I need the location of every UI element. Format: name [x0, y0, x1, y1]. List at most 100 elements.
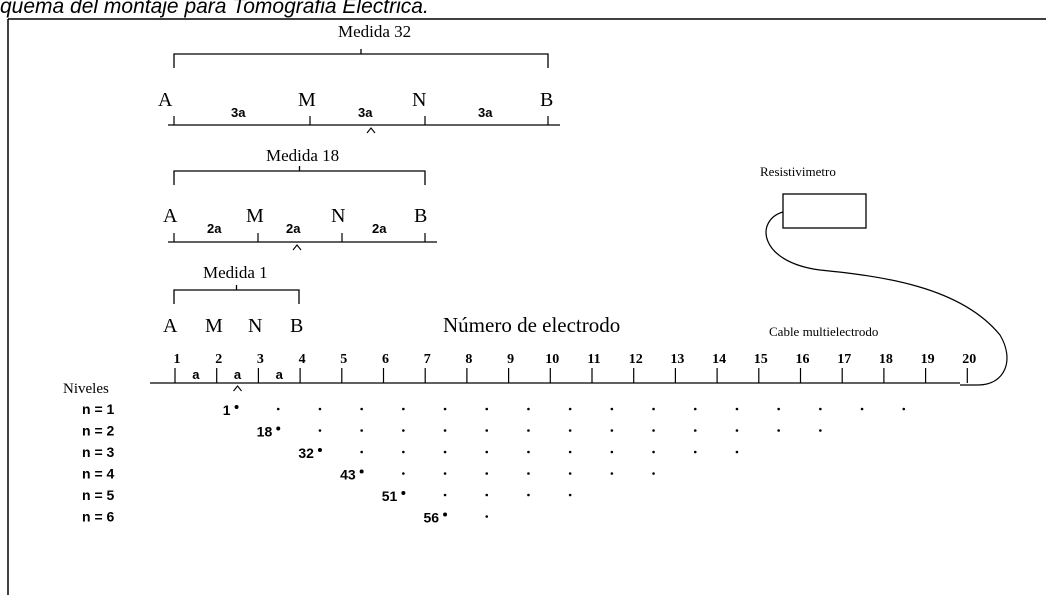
measure-number-label: 18 — [257, 424, 273, 440]
electrode-letter: N — [248, 315, 262, 337]
electrode-letter: N — [412, 89, 426, 111]
datum-point — [527, 493, 530, 497]
spacing-label: 3a — [358, 105, 373, 120]
datum-point — [527, 450, 530, 454]
electrode-letter: N — [331, 205, 345, 227]
electrode-letter: B — [540, 89, 553, 111]
datum-point — [317, 448, 322, 452]
datum-point — [735, 429, 739, 432]
datum-point — [902, 407, 906, 411]
electrode-letter: A — [163, 315, 178, 337]
midpoint-caret — [366, 127, 376, 134]
electrode-letter: B — [290, 315, 303, 337]
datum-point — [777, 429, 780, 432]
datum-point — [527, 429, 530, 432]
datum-point — [276, 426, 281, 431]
datum-point — [360, 407, 363, 411]
level-row: n = 5 51 — [82, 487, 572, 504]
datum-point — [360, 429, 363, 432]
datum-point — [360, 450, 363, 454]
electrode-number-label: 14 — [712, 352, 726, 367]
spacing-label: 3a — [478, 105, 493, 120]
spacing-label: 3a — [231, 105, 246, 120]
unit-spacing-label: a — [192, 367, 200, 382]
midpoint-caret — [292, 244, 302, 251]
electrode-number-label: 3 — [257, 352, 264, 367]
datum-point — [443, 407, 447, 411]
electrode-number-label: 1 — [174, 352, 181, 367]
datum-point — [485, 407, 489, 411]
levels-title: Niveles — [63, 381, 109, 397]
electrode-number-label: 10 — [545, 352, 559, 367]
datum-point — [652, 429, 655, 432]
electrode-letter: M — [298, 89, 316, 111]
datum-point — [276, 407, 280, 411]
measure-title: Medida 18 — [266, 146, 339, 165]
level-label: n = 6 — [82, 509, 115, 525]
level-label: n = 2 — [82, 423, 115, 439]
datum-point — [443, 450, 447, 454]
datum-point — [359, 469, 364, 474]
datum-point — [443, 493, 447, 497]
datum-point — [402, 407, 405, 411]
datum-point — [485, 472, 489, 475]
electrode-number-label: 4 — [299, 352, 306, 367]
electrode-number-label: 12 — [629, 352, 643, 367]
level-row: n = 2 18 — [82, 423, 822, 440]
measure-title: Medida 1 — [203, 263, 268, 282]
electrode-number-label: 2 — [215, 352, 222, 367]
measure-number-label: 32 — [298, 445, 314, 461]
level-label: n = 1 — [82, 401, 115, 417]
datum-point — [527, 407, 530, 411]
datum-point — [318, 429, 322, 432]
datum-point — [610, 472, 614, 475]
datum-point — [402, 472, 405, 475]
datum-point — [401, 491, 406, 495]
figure-caption: quema del montaje para Tomografia Electr… — [0, 0, 429, 18]
datum-point — [234, 405, 239, 409]
datum-point — [485, 515, 489, 518]
datum-point — [610, 429, 614, 432]
unit-spacing-label: a — [234, 367, 242, 382]
datum-point — [443, 512, 448, 517]
datum-point — [318, 407, 322, 411]
datum-point — [527, 472, 530, 475]
spacing-label: 2a — [372, 221, 387, 236]
datum-point — [693, 450, 697, 454]
datum-point — [652, 407, 655, 411]
datum-point — [860, 407, 864, 411]
datum-point — [402, 450, 405, 454]
electrode-number-label: 17 — [837, 352, 851, 367]
electrode-number-title: Número de electrodo — [443, 313, 620, 337]
datum-point — [819, 407, 822, 411]
datum-point — [693, 429, 697, 432]
electrode-letter: M — [205, 315, 223, 337]
datum-point — [402, 429, 405, 432]
datum-point — [652, 450, 655, 454]
datum-point — [568, 450, 572, 454]
datum-point — [485, 429, 489, 432]
datum-point — [735, 450, 739, 454]
electrode-number-label: 18 — [879, 352, 893, 367]
measure-bracket — [173, 166, 426, 185]
datum-point — [568, 472, 572, 475]
electrode-number-label: 7 — [424, 352, 431, 367]
electrode-letter: B — [414, 205, 427, 227]
datum-point — [485, 450, 489, 454]
cable-label: Cable multielectrodo — [769, 324, 878, 339]
electrode-number-label: 6 — [382, 352, 389, 367]
datum-point — [652, 472, 655, 475]
unit-spacing-label: a — [276, 367, 284, 382]
datum-point — [735, 407, 739, 411]
electrode-number-label: 16 — [796, 352, 810, 367]
measure-number-label: 51 — [382, 488, 398, 504]
level-label: n = 5 — [82, 487, 115, 503]
